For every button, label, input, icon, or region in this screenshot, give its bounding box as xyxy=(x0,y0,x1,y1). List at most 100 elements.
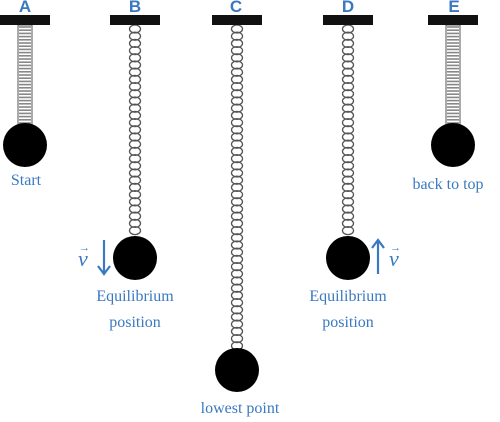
ceiling-bar-b xyxy=(110,15,160,25)
velocity-arrow-down xyxy=(97,240,111,276)
spring-loop xyxy=(341,153,355,164)
spring-loop xyxy=(230,45,244,56)
caption-start: Start xyxy=(10,172,42,189)
vector-mark-d: → xyxy=(390,242,401,254)
spring-loop xyxy=(341,125,355,135)
spring-loop xyxy=(128,67,142,77)
mass-ball-e xyxy=(431,123,475,167)
spring-loop xyxy=(128,197,142,207)
spring-loop xyxy=(230,74,244,85)
spring-loop xyxy=(230,312,244,322)
mass-ball-a xyxy=(3,123,47,167)
spring-loop xyxy=(128,38,142,49)
spring-loop xyxy=(230,175,244,185)
spring-loop xyxy=(128,175,142,185)
spring-loop xyxy=(341,146,355,157)
spring-loop xyxy=(230,67,244,77)
spring-loop xyxy=(230,139,244,149)
spring-loop xyxy=(341,189,355,200)
column-label-a: A xyxy=(18,0,32,16)
spring-loop xyxy=(230,247,244,257)
spring-loop xyxy=(128,211,142,221)
spring-loop xyxy=(341,60,355,70)
spring-loop xyxy=(341,53,355,63)
ceiling-bar-d xyxy=(323,15,373,25)
spring-compressed-a xyxy=(17,24,33,126)
spring-loop xyxy=(230,132,244,142)
caption-equilibrium-b-line1: Equilibrium xyxy=(96,288,174,305)
spring-loop xyxy=(230,290,244,301)
spring-loop xyxy=(341,74,355,85)
spring-loop xyxy=(341,182,355,193)
spring-loop xyxy=(341,197,355,207)
spring-loop xyxy=(230,218,244,229)
spring-loop xyxy=(230,110,244,121)
spring-loop xyxy=(230,189,244,200)
spring-loop xyxy=(230,31,244,41)
spring-loop xyxy=(341,38,355,49)
spring-loop xyxy=(341,67,355,77)
column-label-d: D xyxy=(341,0,355,16)
spring-loop xyxy=(128,139,142,149)
spring-loop xyxy=(128,89,142,99)
spring-coil-d xyxy=(341,24,355,236)
velocity-arrow-up-head xyxy=(371,238,385,249)
spring-loop xyxy=(128,225,142,236)
spring-loop xyxy=(341,89,355,99)
spring-loop xyxy=(230,305,244,315)
spring-loop xyxy=(230,240,244,250)
vector-mark-b: → xyxy=(79,242,90,254)
spring-loop xyxy=(341,96,355,106)
spring-loop xyxy=(128,168,142,178)
velocity-arrow-up xyxy=(371,238,385,274)
spring-loop xyxy=(341,211,355,221)
spring-loop xyxy=(230,283,244,293)
spring-loop xyxy=(128,182,142,193)
spring-loop xyxy=(341,225,355,236)
spring-loop xyxy=(341,161,355,171)
spring-loop xyxy=(230,53,244,63)
spring-loop xyxy=(128,110,142,121)
spring-loop xyxy=(341,168,355,178)
spring-loop xyxy=(128,103,142,113)
spring-loop xyxy=(230,125,244,135)
spring-loop xyxy=(128,74,142,85)
spring-loop xyxy=(230,297,244,308)
spring-loop xyxy=(230,319,244,329)
spring-loop xyxy=(341,204,355,214)
spring-loop xyxy=(341,81,355,92)
spring-loop xyxy=(230,117,244,128)
spring-loop xyxy=(128,161,142,171)
spring-loop xyxy=(230,96,244,106)
caption-equilibrium-d-line1: Equilibrium xyxy=(309,288,387,305)
caption-equilibrium-d-line2: position xyxy=(322,314,374,331)
velocity-symbol-d: v xyxy=(389,246,399,271)
velocity-label-d: → v xyxy=(389,243,401,271)
spring-loop xyxy=(128,204,142,214)
spring-loop xyxy=(128,53,142,63)
spring-loop xyxy=(230,261,244,272)
mass-ball-d xyxy=(326,236,370,280)
velocity-arrow-down-head xyxy=(97,265,111,276)
mass-ball-c xyxy=(215,348,259,392)
spring-loop xyxy=(230,204,244,214)
spring-loop xyxy=(128,60,142,70)
spring-loop xyxy=(341,110,355,121)
velocity-label-b: → v xyxy=(78,243,90,271)
spring-loop xyxy=(230,161,244,171)
spring-loop xyxy=(128,81,142,92)
mass-ball-b xyxy=(113,236,157,280)
spring-loop xyxy=(230,168,244,178)
caption-back-to-top: back to top xyxy=(412,176,484,193)
spring-loop xyxy=(230,233,244,243)
spring-coil-b xyxy=(128,24,142,236)
velocity-symbol-b: v xyxy=(78,246,88,271)
spring-loop xyxy=(230,182,244,193)
spring-loop xyxy=(128,189,142,200)
spring-loop xyxy=(230,276,244,286)
spring-loop xyxy=(230,81,244,92)
caption-lowest-point: lowest point xyxy=(200,400,280,417)
ceiling-bar-a xyxy=(0,15,50,25)
spring-loop xyxy=(230,60,244,70)
